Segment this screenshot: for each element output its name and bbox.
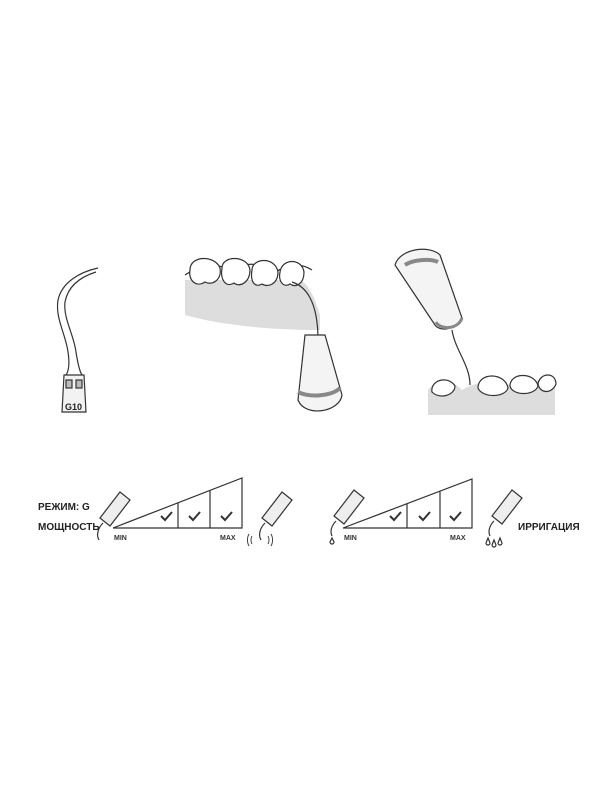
- irrigation-min-label: MIN: [344, 535, 357, 542]
- tip-label: G10: [65, 402, 83, 412]
- mode-label: РЕЖИМ: G: [38, 502, 90, 513]
- check-icon: [449, 511, 462, 522]
- water-drop-icon: [329, 536, 335, 545]
- check-icon: [160, 511, 173, 522]
- check-icon: [188, 511, 201, 522]
- irrigation-max-label: MAX: [450, 535, 466, 542]
- irrigation-label: ИРРИГАЦИЯ: [518, 522, 580, 533]
- power-label: МОЩНОСТЬ: [38, 522, 100, 533]
- check-icon: [418, 511, 431, 522]
- check-icon: [220, 511, 233, 522]
- power-min-label: MIN: [114, 535, 127, 542]
- power-level-scale: [97, 477, 293, 547]
- handpiece-min-power-icon: [99, 491, 131, 527]
- power-max-label: MAX: [220, 535, 236, 542]
- water-drops-icon: [485, 536, 503, 548]
- handpiece-max-water-icon: [491, 489, 523, 525]
- lower-teeth-scaling-illustration: [394, 248, 557, 415]
- irrigation-level-scale: [329, 478, 523, 548]
- upper-teeth-scaling-illustration: [184, 257, 343, 412]
- check-icon: [389, 511, 402, 522]
- g10-tip-illustration: [56, 267, 99, 413]
- handpiece-min-water-icon: [333, 489, 365, 525]
- handpiece-max-power-icon: [261, 491, 293, 527]
